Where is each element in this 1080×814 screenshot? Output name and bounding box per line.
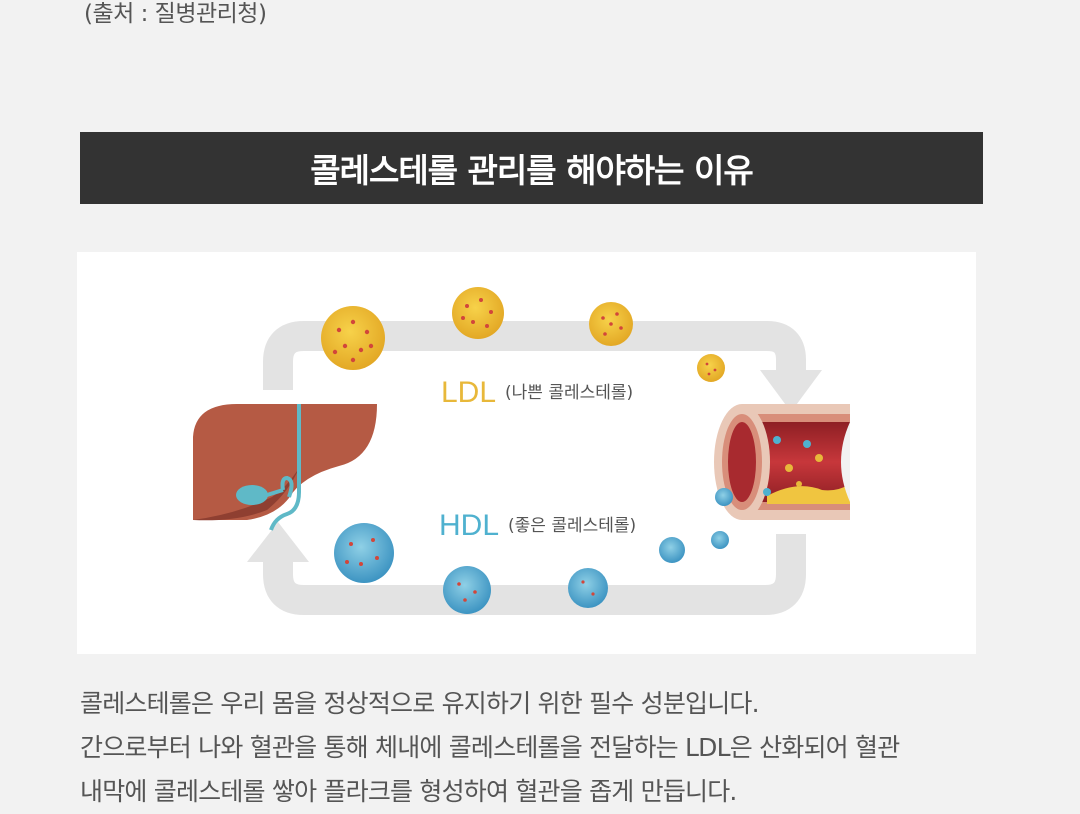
hdl-arrow-head: [247, 522, 309, 562]
liver-icon: [193, 404, 377, 531]
hdl-cycle-arrow: [263, 534, 806, 615]
body-paragraph: 콜레스테롤은 우리 몸을 정상적으로 유지하기 위한 필수 성분입니다. 간으로…: [80, 682, 1070, 814]
ldl-particle: [452, 287, 504, 339]
section-banner: 콜레스테롤 관리를 해야하는 이유: [80, 132, 983, 204]
section-title: 콜레스테롤 관리를 해야하는 이유: [310, 151, 754, 190]
artery-icon: [714, 404, 850, 520]
paragraph-line: 간으로부터 나와 혈관을 통해 체내에 콜레스테롤을 전달하는 LDL은 산화되…: [80, 733, 900, 762]
ldl-cycle-arrow: [263, 321, 806, 390]
ldl-arrow-head: [760, 370, 822, 412]
hdl-description: (좋은 콜레스테롤): [508, 516, 636, 536]
ldl-particle: [321, 306, 385, 370]
hdl-particle: [715, 488, 733, 506]
hdl-particle: [711, 531, 729, 549]
hdl-particle: [568, 568, 608, 608]
ldl-description: (나쁜 콜레스테롤): [505, 383, 633, 403]
cholesterol-diagram: LDL (나쁜 콜레스테롤) HDL (좋은 콜레스테롤): [77, 252, 976, 654]
paragraph-line: 콜레스테롤은 우리 몸을 정상적으로 유지하기 위한 필수 성분입니다.: [80, 689, 760, 718]
ldl-particles: [321, 287, 725, 382]
hdl-particle: [659, 537, 685, 563]
cholesterol-cycle-illustration: LDL (나쁜 콜레스테롤) HDL (좋은 콜레스테롤): [193, 287, 850, 615]
source-note: (출처 : 질병관리청): [84, 1, 267, 27]
hdl-particle: [334, 523, 394, 583]
hdl-particle: [443, 566, 491, 614]
hdl-particles: [334, 488, 733, 614]
hdl-label: HDL: [439, 509, 499, 542]
paragraph-line: 내막에 콜레스테롤 쌓아 플라크를 형성하여 혈관을 좁게 만듭니다.: [80, 777, 737, 806]
ldl-particle: [697, 354, 725, 382]
ldl-label: LDL: [441, 376, 496, 409]
